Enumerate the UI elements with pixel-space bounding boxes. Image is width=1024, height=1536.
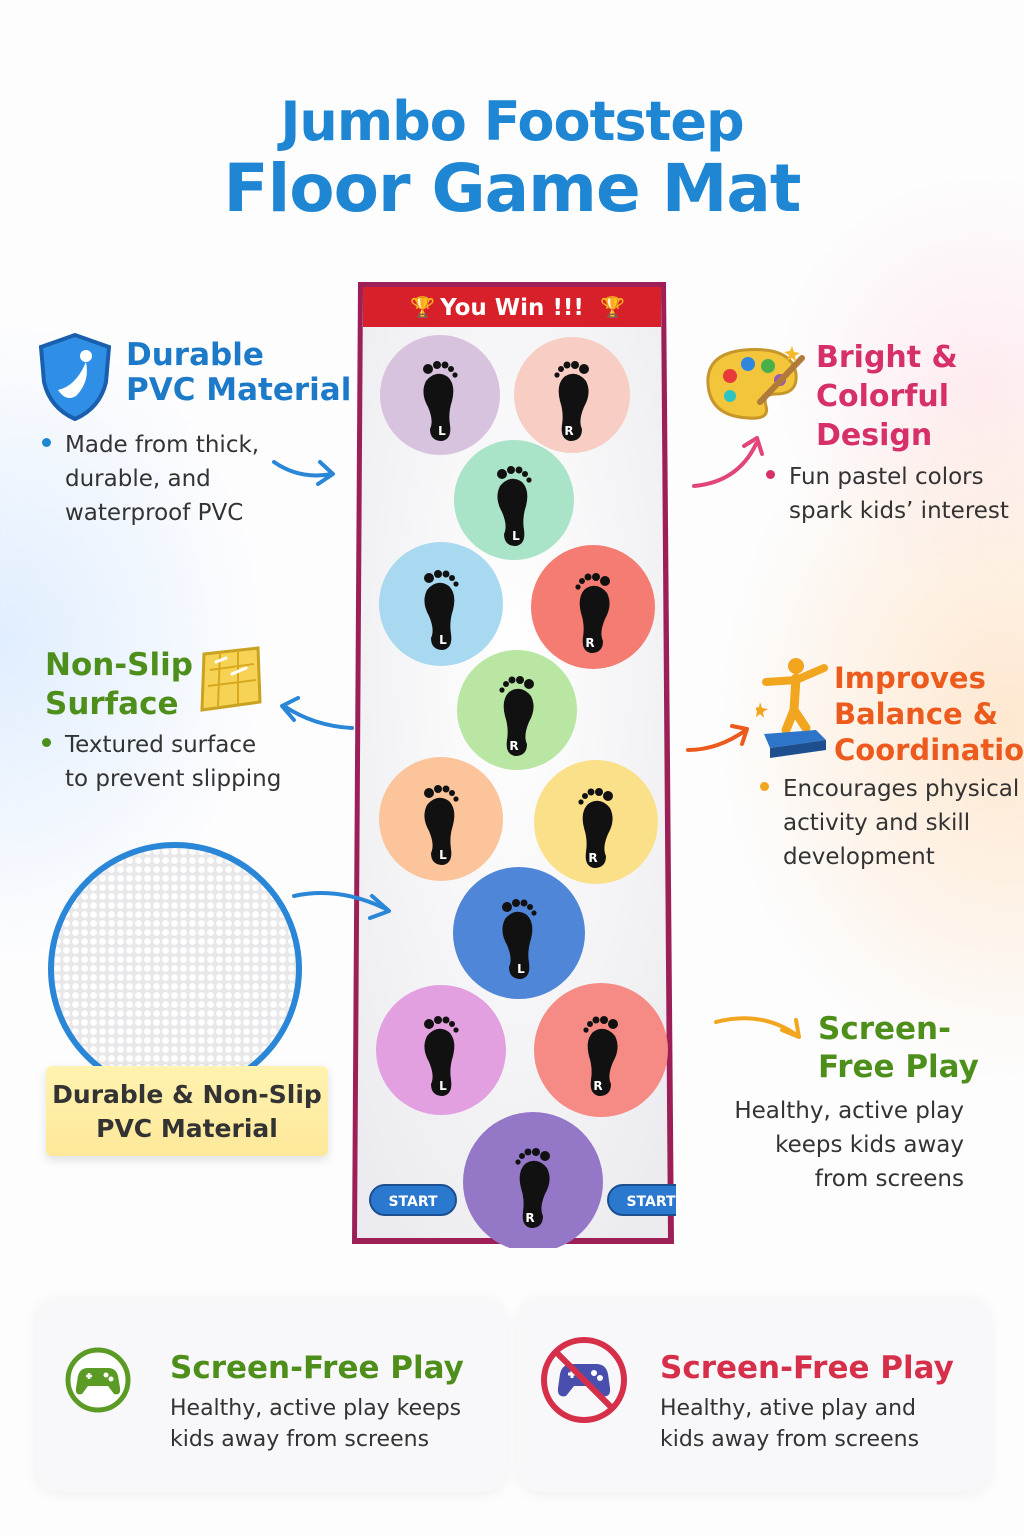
texture-swatch (48, 842, 302, 1096)
footstep-circle: R (534, 983, 668, 1117)
start-button-right[interactable]: START (607, 1184, 676, 1216)
arrow-icon-swatch (292, 891, 391, 920)
balance-title-line-2: Balance & (834, 697, 999, 731)
start-button-left[interactable]: START (369, 1184, 457, 1216)
footprint-icon (424, 1016, 459, 1096)
arrow-icon-durable (272, 460, 335, 486)
balance-body: Encourages physical activity and skill d… (760, 772, 1019, 874)
screenfree-title-line-2: Free Play (818, 1049, 979, 1085)
card-left-title: Screen-Free Play (170, 1350, 464, 1386)
nonslip-title-line-1: Non-Slip (45, 647, 193, 683)
screenfree-title-line-1: Screen- (818, 1011, 951, 1047)
footprint-icon (502, 899, 537, 979)
footprint-icon (554, 361, 589, 441)
card-right-body: Healthy, ative play and kids away from s… (660, 1396, 920, 1452)
durable-body: Made from thick, durable, and waterproof… (42, 428, 259, 530)
textured-square-icon (200, 646, 262, 712)
shield-icon (38, 332, 112, 422)
card-left-body: Healthy, active play keeps kids away fro… (170, 1396, 462, 1452)
trophy-icon-left: 🏆 (410, 295, 435, 319)
page-title-line-1: Jumbo Footstep (280, 90, 744, 153)
foot-letter: L (439, 848, 447, 862)
durable-title-line-1: Durable (126, 337, 264, 373)
footprint-icon (578, 788, 613, 868)
no-gamepad-icon (541, 1337, 627, 1423)
foot-letter: L (439, 633, 447, 647)
card-right-title: Screen-Free Play (660, 1350, 954, 1386)
footprint-icon (424, 785, 459, 865)
arrow-icon-bright (692, 436, 764, 488)
start-right-label: START (626, 1194, 676, 1210)
arrow-icon-screenfree (714, 1016, 801, 1039)
balance-title-line-1: Improves (834, 661, 986, 695)
footstep-circle: L (453, 867, 585, 999)
arrow-icon-nonslip (280, 696, 354, 730)
bright-title-line-3: Design (816, 418, 933, 453)
screenfree-body: Healthy, active play keeps kids away fro… (734, 1098, 964, 1192)
footprint-icon (515, 1148, 550, 1228)
foot-letter: L (439, 1079, 447, 1093)
footprint-icon (497, 466, 532, 546)
win-banner (363, 287, 661, 327)
foot-letter: R (525, 1211, 534, 1225)
foot-letter: L (517, 962, 525, 976)
nonslip-title-line-2: Surface (45, 686, 179, 722)
start-left-label: START (388, 1194, 438, 1210)
footprint-icon (423, 361, 458, 441)
footstep-circle: R (531, 545, 655, 669)
footprint-icon (424, 570, 459, 650)
arrow-icon-balance (686, 724, 749, 752)
swatch-caption: Durable & Non-Slip PVC Material (46, 1066, 328, 1156)
bright-body: Fun pastel colors spark kids’ interest (766, 460, 1009, 528)
bright-title-line-2: Colorful (816, 379, 950, 414)
balance-title-line-3: Coordination (834, 733, 1024, 767)
foot-letter: R (509, 739, 518, 753)
foot-letter: R (585, 636, 594, 650)
footstep-circle: L (454, 440, 574, 560)
footstep-circle: R (457, 650, 577, 770)
footstep-circle: L (379, 542, 503, 666)
page-title-line-2: Floor Game Mat (223, 150, 802, 227)
footprint-icon (499, 676, 534, 756)
footprint-icon (575, 573, 610, 653)
foot-letter: R (593, 1079, 602, 1093)
balance-figure-icon (756, 658, 828, 758)
win-banner-text: You Win !!! (439, 295, 584, 321)
trophy-icon-right: 🏆 (600, 295, 625, 319)
foot-letter: R (564, 424, 573, 438)
gamepad-icon (65, 1347, 131, 1413)
footstep-circle: R (534, 760, 658, 884)
footstep-circle: L (379, 757, 503, 881)
footstep-mat: 🏆 🏆 You Win !!! L R L L R R L R L L R R START START (352, 282, 676, 1248)
foot-letter: L (438, 424, 446, 438)
footstep-circle: L (380, 335, 500, 455)
footprint-icon (583, 1016, 618, 1096)
nonslip-body: Textured surface to prevent slipping (42, 728, 281, 796)
palette-icon (706, 346, 805, 420)
foot-letter: R (588, 851, 597, 865)
bright-title-line-1: Bright & (816, 340, 958, 375)
footstep-circle: R (514, 337, 630, 453)
durable-title-line-2: PVC Material (126, 371, 352, 408)
footstep-circle: L (376, 985, 506, 1115)
foot-letter: L (512, 529, 520, 543)
footstep-circle: R (463, 1112, 603, 1248)
